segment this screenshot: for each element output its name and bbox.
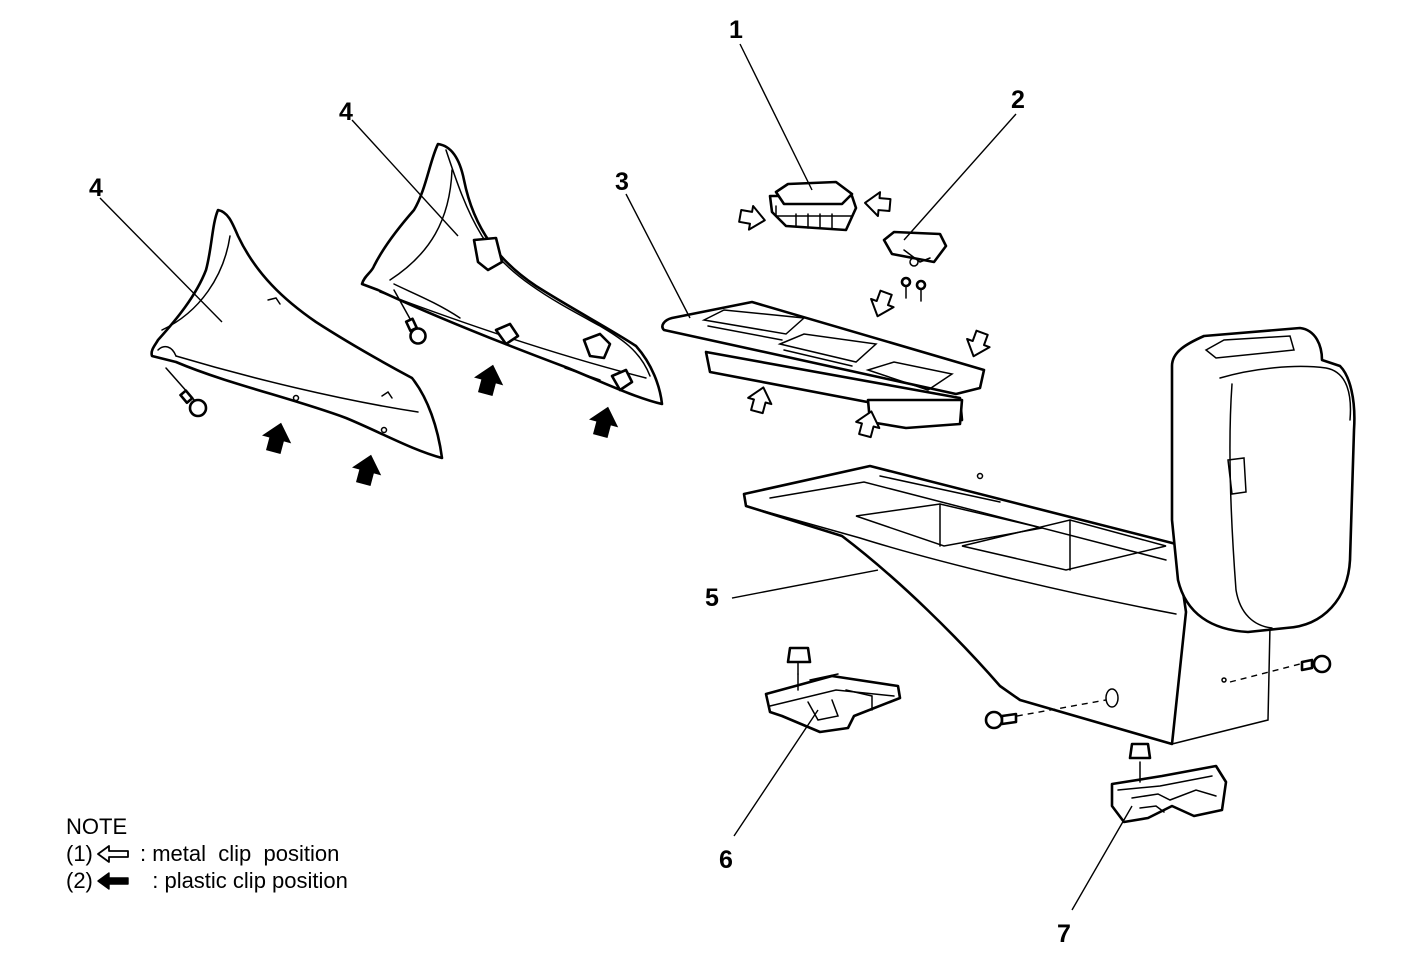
metal-clip-arrow [865, 287, 899, 322]
plastic-clip-arrow [586, 403, 622, 440]
side-trim-center [360, 142, 664, 406]
callout-2: 2 [1011, 86, 1025, 114]
rear-bracket [1110, 761, 1228, 824]
screw-icon [1229, 654, 1332, 683]
open-arrow-icon [96, 844, 129, 863]
callout-4-left: 4 [89, 174, 103, 202]
plastic-clip-arrow [471, 361, 507, 398]
leader-lines [99, 43, 1133, 911]
side-trim-left [150, 208, 444, 460]
metal-legend-prefix: (1) [66, 841, 93, 866]
plastic-clip-arrow [349, 451, 385, 488]
callout-3: 3 [615, 168, 629, 196]
callout-1: 1 [729, 16, 743, 44]
bolt-icon [1128, 742, 1152, 760]
switch-assembly [768, 180, 858, 232]
console-top-panel [661, 300, 986, 430]
solid-arrow-icon [97, 871, 129, 890]
plastic-clip-legend: (2) : plastic clip position [66, 867, 348, 894]
plastic-legend-text: : plastic clip position [133, 868, 348, 893]
note-legend: NOTE (1) : metal clip position (2) : pla… [66, 813, 348, 894]
note-title: NOTE [66, 814, 128, 839]
metal-clip-arrow [961, 327, 995, 362]
console-box [742, 326, 1356, 746]
metal-clip-arrow [744, 383, 776, 416]
switch-bracket [882, 230, 948, 267]
screw-icon [165, 367, 208, 418]
callout-5: 5 [705, 584, 719, 612]
plastic-legend-prefix: (2) [66, 868, 93, 893]
screw-icon [900, 276, 927, 302]
metal-legend-text: : metal clip position [133, 841, 340, 866]
screw-icon [393, 289, 427, 345]
bolt-icon [786, 646, 812, 675]
metal-clip-arrow [737, 203, 768, 234]
callout-4-center: 4 [339, 98, 353, 126]
plastic-clip-arrow [259, 419, 295, 456]
metal-clip-arrow [863, 189, 893, 219]
front-bracket [764, 673, 902, 734]
screw-icon [984, 699, 1107, 730]
metal-clip-legend: (1) : metal clip position [66, 840, 348, 867]
callout-7: 7 [1057, 920, 1071, 948]
callout-6: 6 [719, 846, 733, 874]
